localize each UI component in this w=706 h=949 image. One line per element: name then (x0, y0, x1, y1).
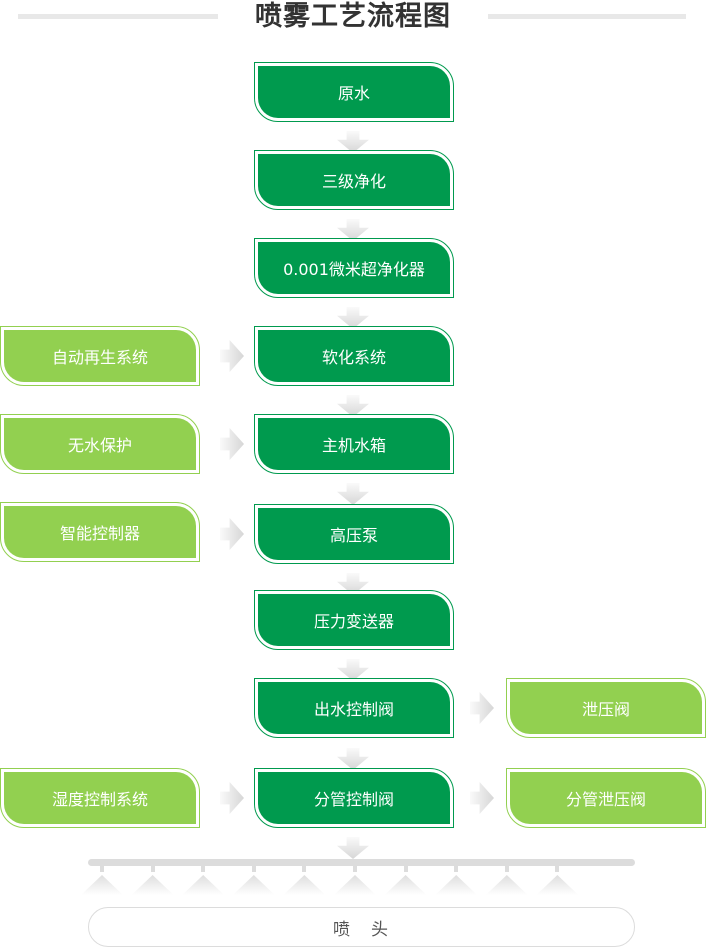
nozzle-stem (150, 866, 155, 872)
arrow-down-icon (337, 837, 369, 859)
nozzle-spray-icon (131, 875, 174, 895)
arrow-right-icon (220, 782, 244, 814)
title-divider-left (18, 14, 218, 19)
nozzle-spray-icon (485, 875, 528, 895)
step-high-pressure-pump: 高压泵 (254, 504, 454, 564)
manifold-pipe (88, 859, 635, 866)
step-raw-water: 原水 (254, 62, 454, 122)
output-relief-valve: 泄压阀 (506, 678, 706, 738)
arrow-right-icon (220, 518, 244, 550)
nozzle-stem (353, 866, 357, 872)
nozzle-stem (403, 866, 408, 872)
title-divider-right (488, 14, 686, 19)
arrow-right-icon (470, 782, 494, 814)
nozzle-spray-icon (232, 875, 275, 895)
step-ultra-purifier: 0.001微米超净化器 (254, 238, 454, 298)
arrow-right-icon (220, 428, 244, 460)
nozzle-spray-icon (536, 875, 579, 895)
arrow-down-icon (337, 483, 369, 505)
arrow-down-icon (337, 748, 369, 770)
nozzle-spray-icon (283, 875, 326, 895)
nozzle-stem (251, 866, 256, 872)
input-humidity-control: 湿度控制系统 (0, 768, 200, 828)
step-branch-control-valve: 分管控制阀 (254, 768, 454, 828)
step-pressure-transmitter: 压力变送器 (254, 590, 454, 650)
step-main-tank: 主机水箱 (254, 414, 454, 474)
nozzle-spray-icon (435, 875, 478, 895)
nozzle-stem (100, 866, 104, 872)
nozzle-label: 喷 头 (88, 907, 635, 947)
nozzle-stem (454, 866, 459, 872)
step-three-stage-purification: 三级净化 (254, 150, 454, 210)
page-title: 喷雾工艺流程图 (255, 1, 451, 32)
input-auto-regeneration: 自动再生系统 (0, 326, 200, 386)
nozzle-stem (555, 866, 560, 872)
step-softening-system: 软化系统 (254, 326, 454, 386)
arrow-right-icon (470, 692, 494, 724)
nozzle-stem (201, 866, 206, 872)
nozzle-spray-icon (81, 875, 123, 895)
arrow-right-icon (220, 340, 244, 372)
nozzle-stem (302, 866, 307, 872)
nozzle-stem (504, 866, 509, 872)
step-outlet-control-valve: 出水控制阀 (254, 678, 454, 738)
input-smart-controller: 智能控制器 (0, 502, 200, 562)
input-no-water-protection: 无水保护 (0, 414, 200, 474)
nozzle-spray-icon (384, 875, 427, 895)
output-branch-relief-valve: 分管泄压阀 (506, 768, 706, 828)
nozzle-spray-icon (334, 875, 376, 895)
nozzle-spray-icon (182, 875, 225, 895)
